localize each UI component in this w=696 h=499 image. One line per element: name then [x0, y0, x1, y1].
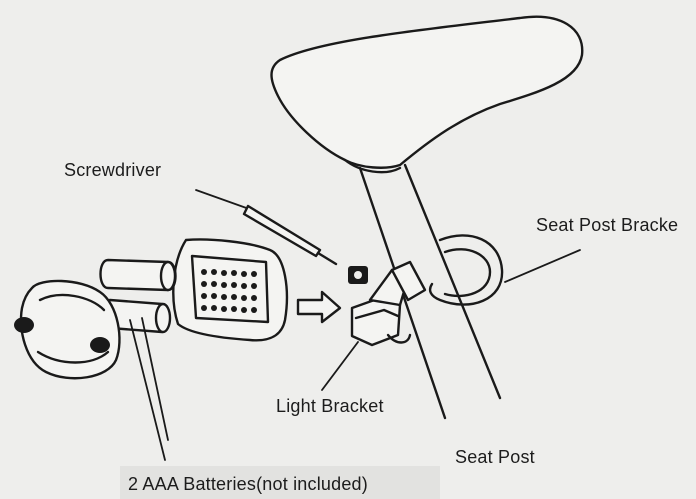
seat-post-label: Seat Post: [455, 447, 535, 467]
batteries: [99, 258, 177, 334]
light-bracket: [350, 260, 427, 347]
direction-arrow: [296, 290, 342, 324]
saddle: [270, 15, 584, 174]
seat-post-bracket-label: Seat Post Bracke: [536, 215, 679, 235]
batteries-label: 2 AAA Batteries(not included): [128, 474, 368, 494]
screw: [348, 266, 368, 284]
battery-holder: [172, 238, 289, 342]
screwdriver-label: Screwdriver: [64, 160, 162, 180]
light-bracket-label: Light Bracket: [276, 396, 384, 416]
seat-post-bracket: [428, 234, 504, 306]
leader-lines: [129, 249, 581, 461]
front-cover: [14, 279, 121, 380]
screwdriver: [195, 189, 338, 266]
